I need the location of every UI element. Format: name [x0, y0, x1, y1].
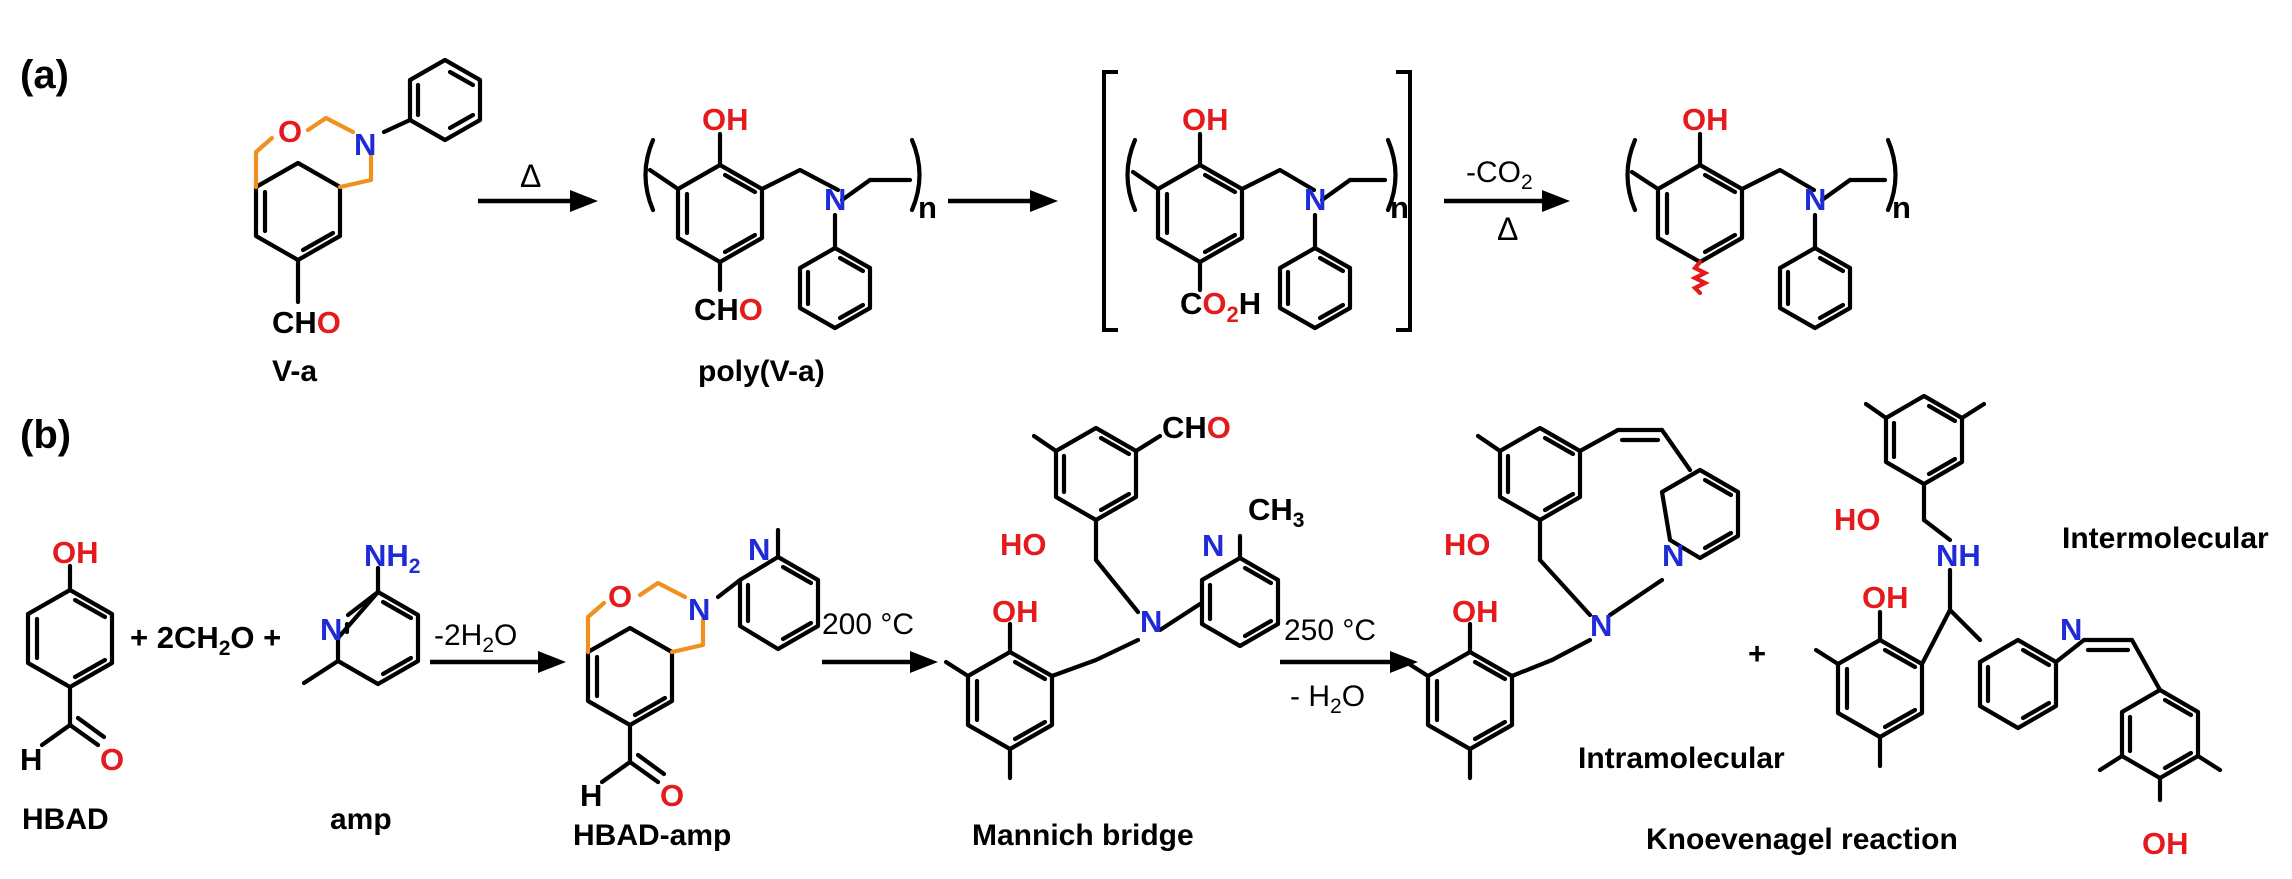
subscript-n: n: [1390, 190, 1409, 225]
condition-250c: 250 °C: [1284, 614, 1376, 647]
atom-ho: HO: [1000, 527, 1047, 562]
atom-nh2: NH2: [364, 538, 420, 578]
structure-amp: [301, 565, 421, 687]
structure-poly-va: [643, 131, 922, 331]
condition-heat-2: Δ: [1497, 211, 1518, 247]
arrow-2: [948, 190, 1058, 212]
atom-n: N: [320, 612, 342, 647]
plus-sign: +: [1748, 636, 1766, 671]
label-va: V-a: [272, 355, 317, 388]
atom-n-pyridine: N: [2060, 612, 2082, 647]
condition-minus-h2o: - H2O: [1290, 680, 1365, 718]
atom-oh: OH: [1182, 102, 1229, 137]
atom-oh: OH: [52, 535, 99, 570]
atom-o: O: [100, 742, 124, 777]
structure-hbad: [25, 563, 115, 748]
atom-n: N: [1590, 608, 1612, 643]
structure-hbad-amp: [585, 527, 821, 785]
atom-n: N: [1304, 182, 1326, 217]
methyl-ch3: CH3: [1248, 492, 1304, 532]
atom-n-pyridine: N: [748, 532, 770, 567]
atom-n: N: [354, 127, 376, 162]
structure-mannich-bridge: [943, 425, 1281, 781]
structure-acid-intermediate: [1102, 70, 1412, 332]
label-hbad: HBAD: [22, 803, 109, 836]
atom-ho: HO: [1444, 527, 1491, 562]
aldehyde-cho: CHO: [1162, 410, 1231, 445]
atom-n-pyridine: N: [1662, 538, 1684, 573]
structure-intramolecular: [1403, 425, 1741, 781]
atom-o: O: [660, 778, 684, 813]
atom-oh: OH: [992, 594, 1039, 629]
label-amp: amp: [330, 803, 392, 836]
atom-h: H: [580, 778, 602, 813]
condition-200c: 200 °C: [822, 608, 914, 641]
atom-n: N: [1804, 182, 1826, 217]
reagent-formaldehyde: + 2CH2O +: [130, 620, 281, 660]
arrow-5: [822, 651, 938, 673]
atom-oh: OH: [2142, 826, 2189, 861]
arrow-4: [430, 651, 566, 673]
aldehyde-cho: CHO: [272, 305, 341, 340]
atom-n: N: [824, 182, 846, 217]
subscript-n: n: [918, 190, 937, 225]
aldehyde-cho: CHO: [694, 292, 763, 327]
structure-crosslinked-product: [1625, 131, 1898, 331]
arrow-3: [1444, 190, 1570, 212]
atom-h: H: [20, 742, 42, 777]
condition-minus-2h2o: -2H2O: [434, 619, 517, 657]
panel-label-b: (b): [20, 413, 71, 457]
arrow-6: [1280, 651, 1418, 673]
atom-ho: HO: [1834, 502, 1881, 537]
atom-nh: NH: [1936, 538, 1981, 573]
subscript-n: n: [1892, 190, 1911, 225]
label-mannich: Mannich bridge: [972, 819, 1194, 852]
atom-n-pyridine: N: [1202, 528, 1224, 563]
atom-oh: OH: [1682, 102, 1729, 137]
structure-intermolecular: [1813, 393, 2223, 803]
atom-oh: OH: [1862, 580, 1909, 615]
condition-heat-1: Δ: [520, 158, 541, 194]
label-knoevenagel: Knoevenagel reaction: [1646, 823, 1958, 856]
atom-n: N: [688, 592, 710, 627]
atom-o: O: [608, 579, 632, 614]
atom-n: N: [1140, 604, 1162, 639]
label-intramolecular: Intramolecular: [1578, 742, 1785, 775]
structure-va: [253, 57, 483, 305]
atom-oh: OH: [1452, 594, 1499, 629]
arrow-1: [478, 190, 598, 212]
label-intermolecular: Intermolecular: [2062, 522, 2269, 555]
atom-o: O: [278, 114, 302, 149]
panel-label-a: (a): [20, 53, 69, 97]
carboxylic-acid: CO2H: [1180, 286, 1261, 327]
condition-minus-co2: -CO2: [1466, 156, 1533, 194]
label-hbad-amp: HBAD-amp: [573, 819, 731, 852]
label-poly-va: poly(V-a): [698, 355, 825, 388]
atom-oh: OH: [702, 102, 749, 137]
